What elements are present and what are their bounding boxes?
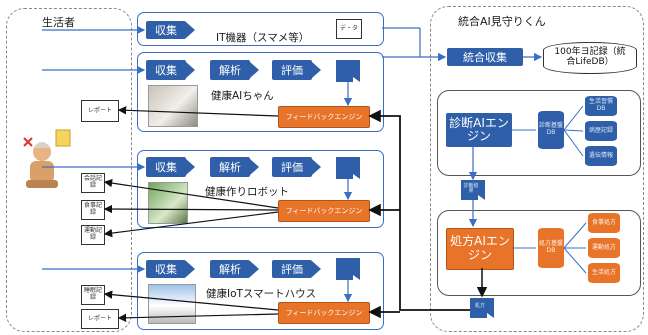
prescription-doc-icon — [470, 298, 494, 318]
consumer-region — [6, 8, 132, 332]
row-label: 健康AIちゃん — [211, 90, 274, 102]
evaluate-box: 評価 — [272, 157, 312, 177]
diag-db-genetic: 遺伝情報 — [585, 146, 617, 166]
arrow-icon — [186, 261, 195, 277]
collect-box: 収集 — [146, 157, 186, 177]
analyze-box: 解析 — [210, 157, 250, 177]
collect-box: 収集 — [146, 260, 186, 278]
diagnosis-base-db: 診断基盤DB — [538, 111, 564, 149]
prescription-doc-label: 処方 — [474, 303, 485, 310]
integrated-ai-title: 統合AI見守りくん — [458, 15, 546, 28]
sleep-doc: 睡眠記録 — [81, 285, 105, 305]
arrow-icon — [312, 159, 321, 175]
life-db-cylinder: 100年ヨ記録（統合LifeDB） — [543, 42, 637, 74]
arrow-icon — [250, 261, 259, 277]
elderly-person-icon — [23, 129, 71, 188]
life-db-label: 100年ヨ記録（統合LifeDB） — [554, 47, 626, 67]
diag-db-lifestyle: 生活習慣DB — [585, 96, 617, 116]
collect-box: 収集 — [146, 21, 186, 39]
health-robot-photo — [148, 182, 188, 224]
arrow-icon — [186, 22, 195, 38]
integrated-ai-region — [430, 6, 644, 332]
arrow-icon — [250, 159, 259, 175]
row-label: 健康作りロボット — [205, 186, 289, 198]
arrow-icon — [312, 62, 321, 78]
diagnosis-ai-engine: 診断AIエンジン — [446, 113, 512, 147]
prescription-panel — [437, 210, 641, 296]
consumer-title: 生活者 — [42, 16, 75, 29]
presc-db-life: 生活処方 — [588, 263, 620, 283]
row-label: 健康IoTスマートハウス — [206, 288, 317, 300]
presc-db-meal: 食事処方 — [588, 213, 620, 233]
evaluate-box: 評価 — [272, 260, 312, 278]
data-doc-icon — [336, 258, 360, 280]
diagnosis-panel — [437, 90, 641, 176]
arrow-icon — [312, 261, 321, 277]
diagnosis-result-label: 診断結果 — [463, 182, 479, 194]
analyze-box: 解析 — [210, 260, 250, 278]
row-label: IT機器（スマメ等） — [216, 32, 310, 44]
health-ai-photo — [148, 85, 198, 127]
diagnosis-result-doc — [461, 180, 485, 200]
arrow-icon — [186, 159, 195, 175]
data-doc: デ・タ — [336, 19, 362, 39]
presc-db-exercise: 運動処方 — [588, 238, 620, 258]
prescription-ai-engine: 処方AIエンジン — [446, 228, 514, 270]
data-doc-icon — [336, 157, 360, 179]
data-doc-icon — [336, 60, 360, 82]
evaluate-box: 評価 — [272, 60, 312, 80]
prescription-base-db: 処方基盤DB — [538, 228, 564, 268]
arrow-icon — [186, 62, 195, 78]
collect-box: 収集 — [146, 60, 186, 80]
arrow-icon — [250, 62, 259, 78]
analyze-box: 解析 — [210, 60, 250, 80]
diag-db-history: 病歴記録 — [585, 121, 617, 141]
feedback-engine: フィードバックエンジン — [278, 106, 370, 128]
integrated-collect-box: 統合収集 — [447, 48, 523, 66]
